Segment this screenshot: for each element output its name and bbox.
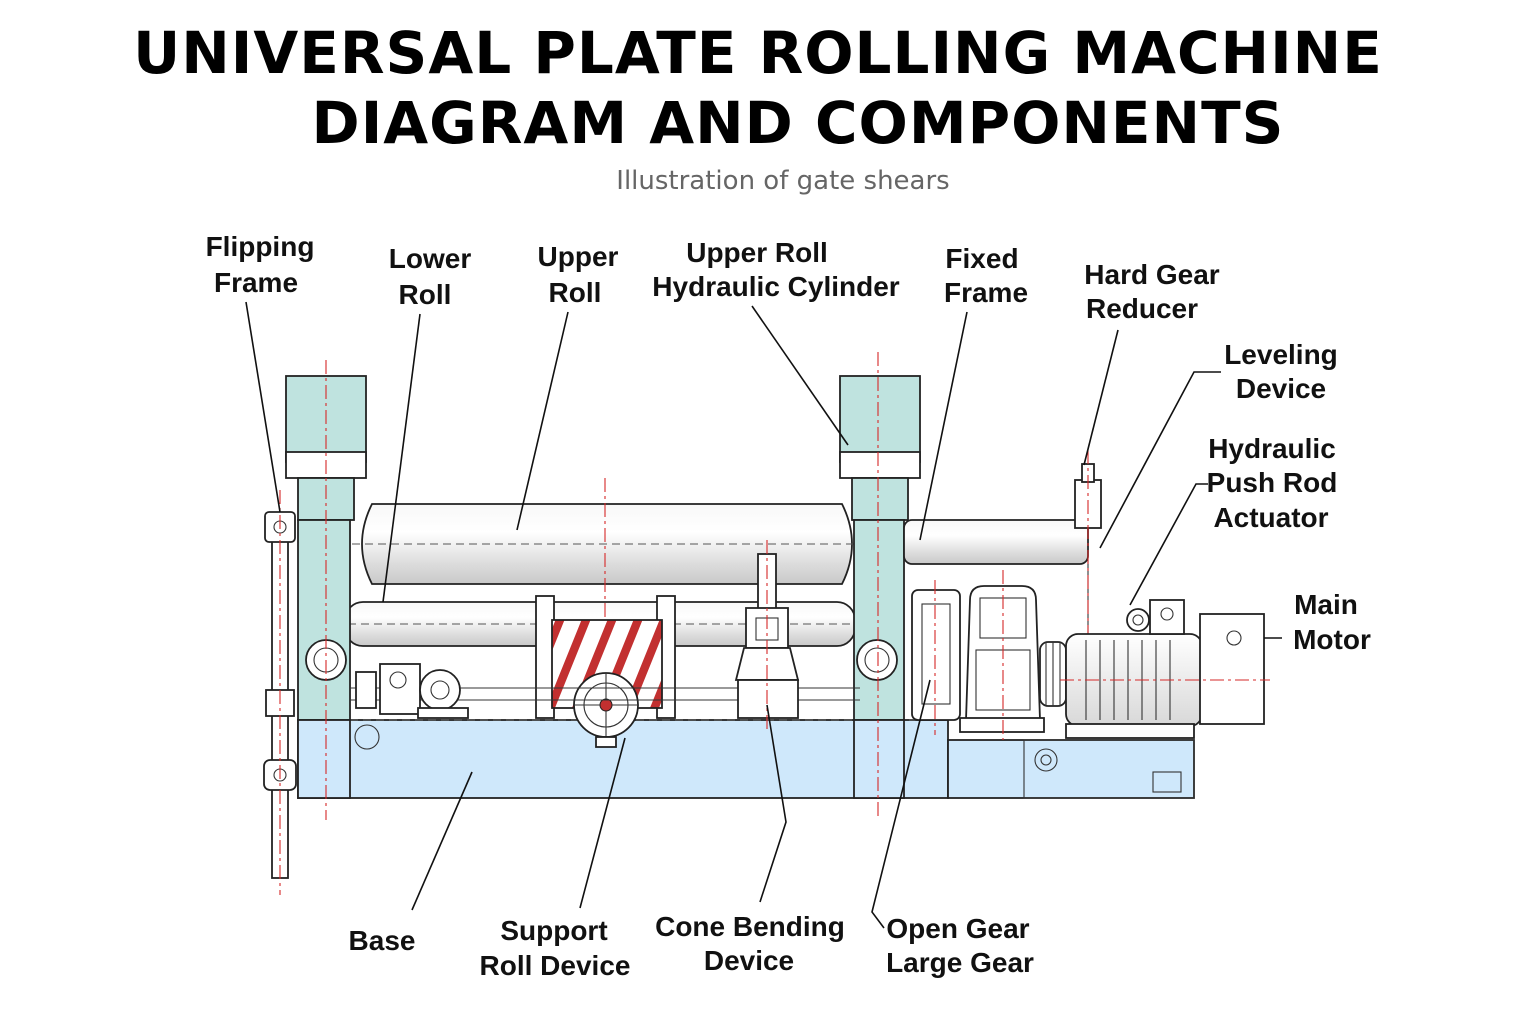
svg-text:Large Gear: Large Gear xyxy=(886,947,1034,978)
svg-text:Base: Base xyxy=(349,925,416,956)
label-fixed-frame: Fixed Frame xyxy=(944,243,1028,308)
left-frame xyxy=(285,360,367,820)
svg-text:Upper Roll: Upper Roll xyxy=(686,237,828,268)
svg-text:Open Gear: Open Gear xyxy=(886,913,1029,944)
svg-text:Main: Main xyxy=(1294,589,1358,620)
hydraulic-push-rod-actuator xyxy=(1126,608,1150,632)
hard-gear-reducer xyxy=(959,570,1067,740)
label-hydraulic-push-rod-actuator: Hydraulic Push Rod Actuator xyxy=(1207,433,1338,533)
svg-text:Fixed: Fixed xyxy=(945,243,1018,274)
label-base: Base xyxy=(349,925,416,956)
label-flipping-frame: Flipping Frame xyxy=(206,231,315,298)
svg-text:Device: Device xyxy=(1236,373,1326,404)
svg-text:Leveling: Leveling xyxy=(1224,339,1338,370)
svg-text:Roll Device: Roll Device xyxy=(480,950,631,981)
svg-text:Flipping: Flipping xyxy=(206,231,315,262)
title-line-1: UNIVERSAL PLATE ROLLING MACHINE xyxy=(133,19,1383,87)
base xyxy=(297,719,1195,799)
svg-text:Hard Gear: Hard Gear xyxy=(1084,259,1219,290)
label-leveling-device: Leveling Device xyxy=(1224,339,1338,404)
main-motor xyxy=(1060,599,1270,739)
title-line-2: DIAGRAM AND COMPONENTS xyxy=(311,89,1285,157)
svg-text:Reducer: Reducer xyxy=(1086,293,1198,324)
label-upper-roll: Upper Roll xyxy=(538,241,619,308)
open-gear-large-gear xyxy=(911,580,961,735)
svg-text:Motor: Motor xyxy=(1293,624,1371,655)
extension-shaft xyxy=(903,450,1102,650)
flipping-frame xyxy=(263,490,297,895)
svg-text:Roll: Roll xyxy=(549,277,602,308)
svg-text:Hydraulic: Hydraulic xyxy=(1208,433,1336,464)
svg-text:Hydraulic Cylinder: Hydraulic Cylinder xyxy=(652,271,900,302)
label-upper-roll-hydraulic-cylinder: Upper Roll Hydraulic Cylinder xyxy=(652,237,900,302)
leader-lines xyxy=(245,301,1282,929)
svg-text:Frame: Frame xyxy=(214,267,298,298)
svg-text:Support: Support xyxy=(500,915,607,946)
label-hard-gear-reducer: Hard Gear Reducer xyxy=(1084,259,1219,324)
svg-text:Device: Device xyxy=(704,945,794,976)
label-main-motor: Main Motor xyxy=(1293,589,1371,655)
subtitle: Illustration of gate shears xyxy=(616,166,950,196)
svg-text:Push Rod: Push Rod xyxy=(1207,467,1338,498)
upper-roll xyxy=(352,478,862,706)
svg-text:Roll: Roll xyxy=(399,279,452,310)
svg-text:Frame: Frame xyxy=(944,277,1028,308)
svg-text:Lower: Lower xyxy=(389,243,472,274)
label-lower-roll: Lower Roll xyxy=(389,243,472,310)
label-cone-bending-device: Cone Bending Device xyxy=(655,911,845,976)
label-support-roll-device: Support Roll Device xyxy=(480,915,631,981)
svg-text:Actuator: Actuator xyxy=(1213,502,1328,533)
svg-text:Upper: Upper xyxy=(538,241,619,272)
svg-text:Cone Bending: Cone Bending xyxy=(655,911,845,942)
label-open-gear-large-gear: Open Gear Large Gear xyxy=(886,913,1034,978)
right-frame xyxy=(839,352,921,820)
